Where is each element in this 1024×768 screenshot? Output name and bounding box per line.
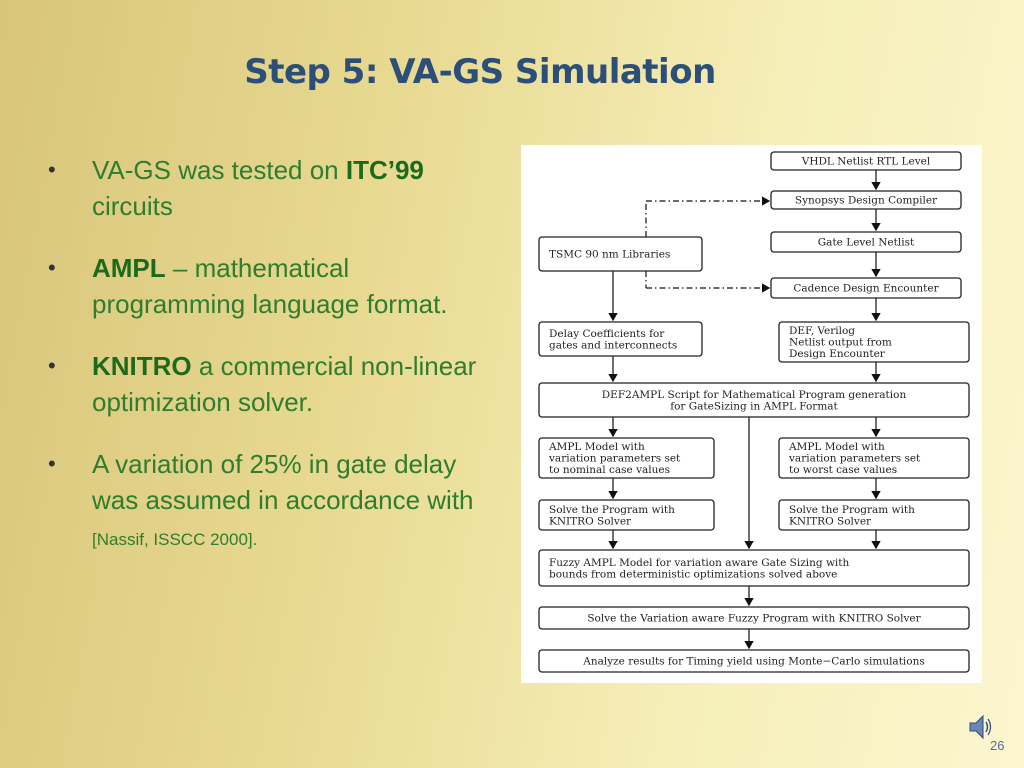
- flowchart-node-box: [778, 321, 970, 363]
- bullet-text-pre: A variation of 25% in gate delay was ass…: [92, 449, 474, 515]
- flowchart-node-box: [538, 649, 970, 673]
- flowchart-node-box: [770, 151, 962, 171]
- bullet-text: KNITRO a commercial non-linear optimizat…: [92, 348, 478, 420]
- flowchart-node-box: [770, 190, 962, 210]
- flowchart-node-label: KNITRO Solver: [789, 515, 872, 527]
- flowchart-node-label: bounds from deterministic optimizations …: [549, 568, 837, 580]
- flowchart-node: TSMC 90 nm Libraries: [538, 236, 703, 272]
- flowchart-node-label: DEF2AMPL Script for Mathematical Program…: [602, 389, 907, 401]
- flowchart-node-label: AMPL Model with: [548, 441, 645, 453]
- flowchart-node-label: DEF, Verilog: [789, 325, 855, 337]
- flowchart-node-label: variation parameters set: [548, 453, 681, 465]
- bullet-text-post: a commercial non-linear optimization sol…: [92, 351, 477, 417]
- flowchart-node: VHDL Netlist RTL Level: [770, 151, 962, 171]
- flowchart-node-box: [538, 549, 970, 587]
- flowchart-node-label: Netlist output from: [789, 337, 892, 349]
- flowchart-node-label: Synopsys Design Compiler: [795, 195, 938, 207]
- flowchart-node-label: Gate Level Netlist: [818, 237, 915, 249]
- flowchart-node: Synopsys Design Compiler: [770, 190, 962, 210]
- flowchart-node-label: Analyze results for Timing yield using M…: [582, 656, 925, 668]
- flowchart-node-box: [770, 277, 962, 299]
- flowchart-node-label: KNITRO Solver: [549, 515, 632, 527]
- bullet-dot-icon: •: [48, 157, 56, 182]
- flowchart-node-label: AMPL Model with: [788, 441, 885, 453]
- bullet-text-post: circuits: [92, 191, 173, 221]
- bullet-dot-icon: •: [48, 255, 56, 280]
- bullet-item: • A variation of 25% in gate delay was a…: [48, 446, 478, 558]
- flowchart-node: Cadence Design Encounter: [770, 277, 962, 299]
- flowchart-node-label: Cadence Design Encounter: [793, 283, 939, 295]
- flowchart-node-box: [778, 437, 970, 479]
- flowchart-node-label: VHDL Netlist RTL Level: [801, 156, 931, 168]
- bullet-item: • VA-GS was tested on ITC’99 circuits: [48, 152, 478, 224]
- flowchart-node-box: [538, 236, 703, 272]
- bullet-item: • AMPL – mathematical programming langua…: [48, 250, 478, 322]
- flowchart-node-label: Solve the Variation aware Fuzzy Program …: [587, 613, 921, 625]
- flowchart-node-box: [538, 606, 970, 630]
- bullet-text-bold: ITC’99: [345, 155, 424, 185]
- flowchart-node-label: Fuzzy AMPL Model for variation aware Gat…: [549, 557, 850, 569]
- flowchart-node-box: [770, 231, 962, 253]
- flowchart-node: Fuzzy AMPL Model for variation aware Gat…: [538, 549, 970, 587]
- bullet-text-bold: KNITRO: [92, 351, 192, 381]
- flowchart-node: Gate Level Netlist: [770, 231, 962, 253]
- bullet-text: VA-GS was tested on ITC’99 circuits: [92, 152, 478, 224]
- bullet-text: A variation of 25% in gate delay was ass…: [92, 446, 478, 558]
- flowchart-node-box: [538, 382, 970, 418]
- flowchart-node-label: for GateSizing in AMPL Format: [670, 400, 838, 412]
- flowchart-node-label: Solve the Program with: [549, 504, 675, 516]
- bullet-list: • VA-GS was tested on ITC’99 circuits • …: [48, 152, 478, 584]
- flowchart-node-label: Delay Coefficients for: [549, 328, 665, 340]
- flowchart-node-box: [538, 321, 703, 357]
- flowchart-edges: [608, 170, 881, 650]
- bullet-text-bold: AMPL: [92, 253, 166, 283]
- slide-title: Step 5: VA-GS Simulation: [244, 52, 716, 92]
- flowchart-node-label: Design Encounter: [789, 348, 886, 360]
- citation: [Nassif, ISSCC 2000].: [92, 530, 258, 549]
- flowchart-node-label: Solve the Program with: [789, 504, 915, 516]
- flowchart-node-label: gates and interconnects: [549, 339, 677, 351]
- flowchart-node-label: to worst case values: [789, 464, 897, 476]
- flowchart-node-label: to nominal case values: [549, 464, 670, 476]
- bullet-dot-icon: •: [48, 353, 56, 378]
- speaker-icon[interactable]: [968, 713, 994, 746]
- bullet-dot-icon: •: [48, 451, 56, 476]
- bullet-text-pre: VA-GS was tested on: [92, 155, 346, 185]
- page-number: 26: [990, 738, 1005, 753]
- bullet-item: • KNITRO a commercial non-linear optimiz…: [48, 348, 478, 420]
- flowchart-node-box: [778, 499, 970, 531]
- flowchart-node-label: TSMC 90 nm Libraries: [549, 249, 670, 261]
- flowchart-node-label: variation parameters set: [788, 453, 921, 465]
- bullet-text-post: – mathematical programming language form…: [92, 253, 448, 319]
- flowchart-node-box: [538, 499, 715, 531]
- flowchart-node: DEF2AMPL Script for Mathematical Program…: [538, 382, 970, 418]
- bullet-text: AMPL – mathematical programming language…: [92, 250, 478, 322]
- flowchart-node: Solve the Variation aware Fuzzy Program …: [538, 606, 970, 630]
- flowchart-node-box: [538, 437, 715, 479]
- flowchart-node: Analyze results for Timing yield using M…: [538, 649, 970, 673]
